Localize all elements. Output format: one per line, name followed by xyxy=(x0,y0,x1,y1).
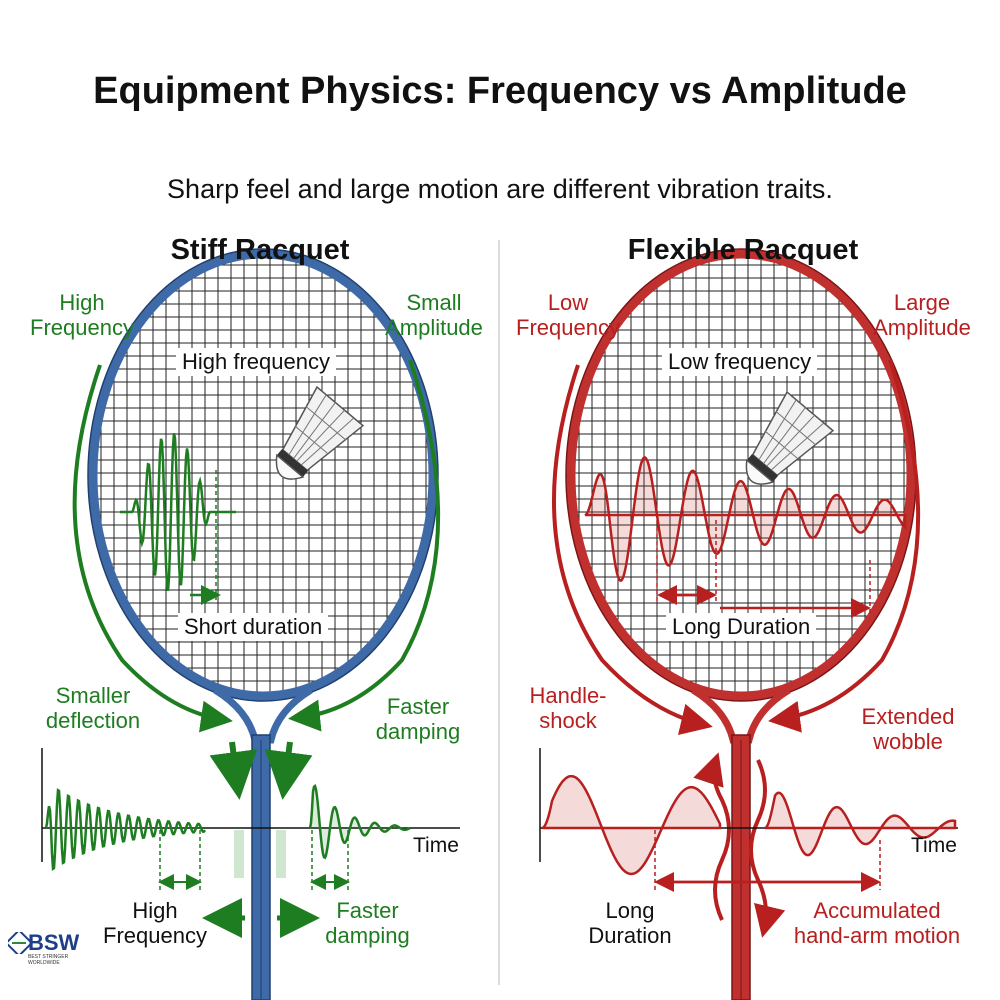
stiff-head-waveform xyxy=(120,432,236,592)
stiff-decay-waveform xyxy=(44,788,207,871)
flexible-time-label: Time xyxy=(911,834,957,857)
shuttlecock-icon xyxy=(275,385,365,480)
stiff-left-arc-arrow xyxy=(72,364,233,733)
flexible-handle-waveform xyxy=(541,774,722,876)
stiff-box-bottom: Short duration xyxy=(178,613,329,642)
flexible-left-arc-arrow xyxy=(552,364,713,736)
page-title: Equipment Physics: Frequency vs Amplitud… xyxy=(93,70,907,112)
stiff-right-arc-arrow xyxy=(288,359,441,732)
stiff-racquet-frame xyxy=(88,249,438,701)
bsw-logo: BSW BEST STRINGER WORLDWIDE xyxy=(8,930,88,980)
flexible-box-bottom: Long Duration xyxy=(666,613,817,642)
flexible-side-left: Handle-shock xyxy=(529,683,607,734)
flexible-racquet-frame xyxy=(566,249,916,701)
stiff-racquet xyxy=(41,248,460,1000)
flexible-heading: Flexible Racquet xyxy=(627,234,859,266)
stiff-time-label: Time xyxy=(413,834,459,857)
stiff-damping-waveform xyxy=(308,783,411,860)
stiff-box-top: High frequency xyxy=(176,348,336,377)
stiff-heading: Stiff Racquet xyxy=(170,234,350,266)
flexible-right-arc-arrow xyxy=(768,359,921,733)
flexible-box-top: Low frequency xyxy=(662,348,818,377)
flexible-wobble-waveform xyxy=(764,791,957,857)
logo-mark-icon xyxy=(8,932,30,954)
page-subtitle: Sharp feel and large motion are differen… xyxy=(167,174,833,204)
shuttlecock-icon xyxy=(745,390,835,485)
flexible-head-waveform xyxy=(584,456,907,582)
